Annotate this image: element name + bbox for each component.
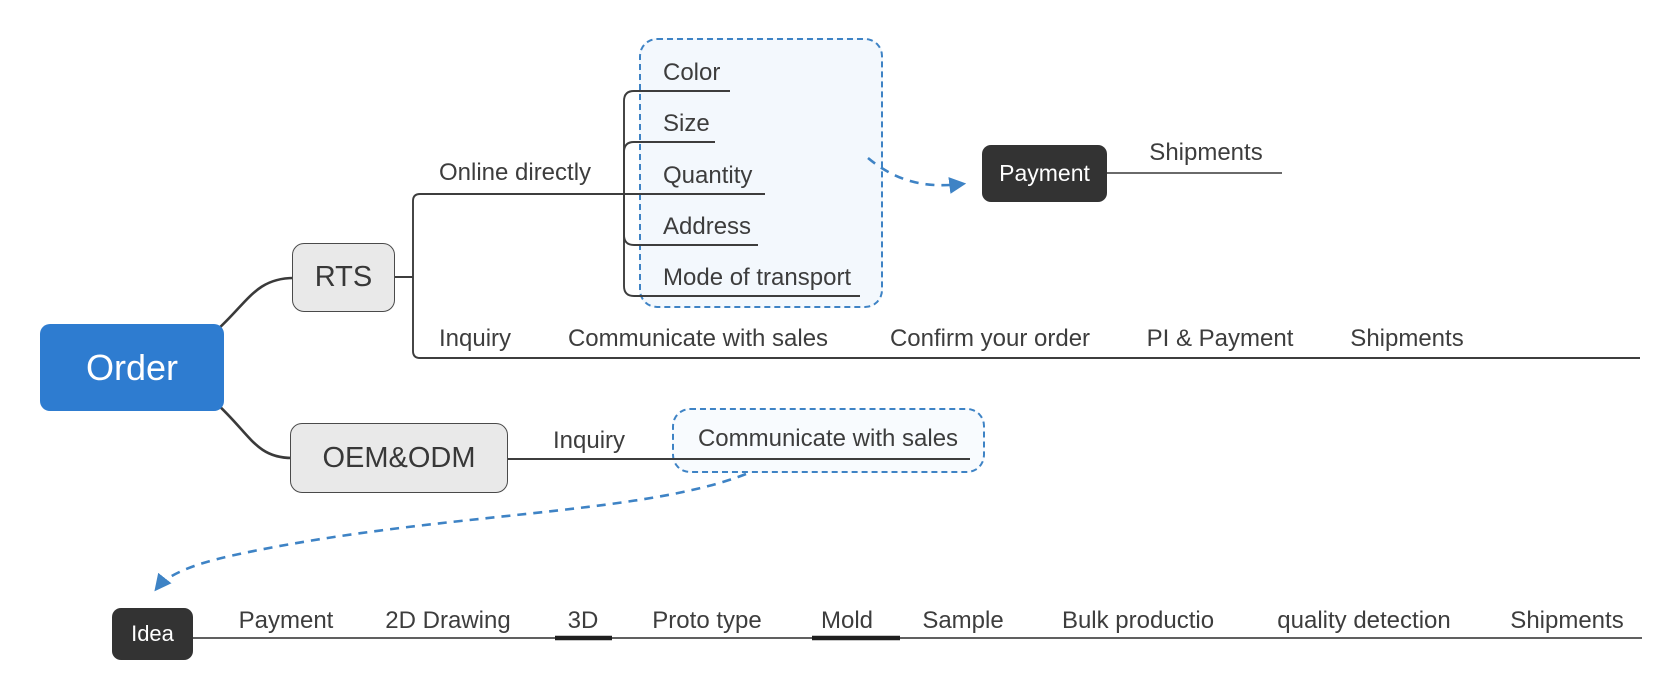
oem-step-sample[interactable]: Sample [922,607,1004,634]
oem-step-2d-drawing[interactable]: 2D Drawing [385,607,511,634]
dashed-arrow-to-payment-icon [867,157,967,194]
rts-step-confirm-order[interactable]: Confirm your order [889,325,1091,352]
rts-option-mode-of-transport[interactable]: Mode of transport [663,264,852,291]
idea-node[interactable]: Idea [112,608,193,660]
online-directly-label[interactable]: Online directly [438,159,592,186]
oem-odm-node[interactable]: OEM&ODM [290,423,508,493]
rts-node[interactable]: RTS [292,243,395,312]
rts-branch-lines [395,90,1640,359]
payment-node[interactable]: Payment [982,145,1107,202]
communicate-dashed-box [672,408,985,473]
rts-step-shipments[interactable]: Shipments [1350,325,1464,352]
rts-option-color[interactable]: Color [663,59,721,86]
oem-communicate-label[interactable]: Communicate with sales [697,425,959,452]
oem-inquiry-label[interactable]: Inquiry [552,427,626,454]
order-node[interactable]: Order [40,324,224,411]
rts-options-dashed-box [639,38,883,308]
rts-option-quantity[interactable]: Quantity [663,162,753,189]
oem-step-mold[interactable]: Mold [820,607,874,634]
oem-step-proto-type[interactable]: Proto type [652,607,762,634]
root-branch-curves [215,276,295,460]
oem-step-shipments[interactable]: Shipments [1510,607,1624,634]
oem-step-3d[interactable]: 3D [567,607,599,634]
oem-step-payment[interactable]: Payment [238,607,334,634]
rts-option-address[interactable]: Address [663,213,752,240]
rts-step-inquiry[interactable]: Inquiry [438,325,512,352]
rts-option-size[interactable]: Size [663,110,710,137]
rts-step-communicate[interactable]: Communicate with sales [567,325,829,352]
shipments-after-payment-label[interactable]: Shipments [1149,139,1263,166]
oem-step-quality-detection[interactable]: quality detection [1277,607,1451,634]
oem-step-bulk-production[interactable]: Bulk productio [1061,607,1215,634]
rts-step-pi-payment[interactable]: PI & Payment [1146,325,1294,352]
